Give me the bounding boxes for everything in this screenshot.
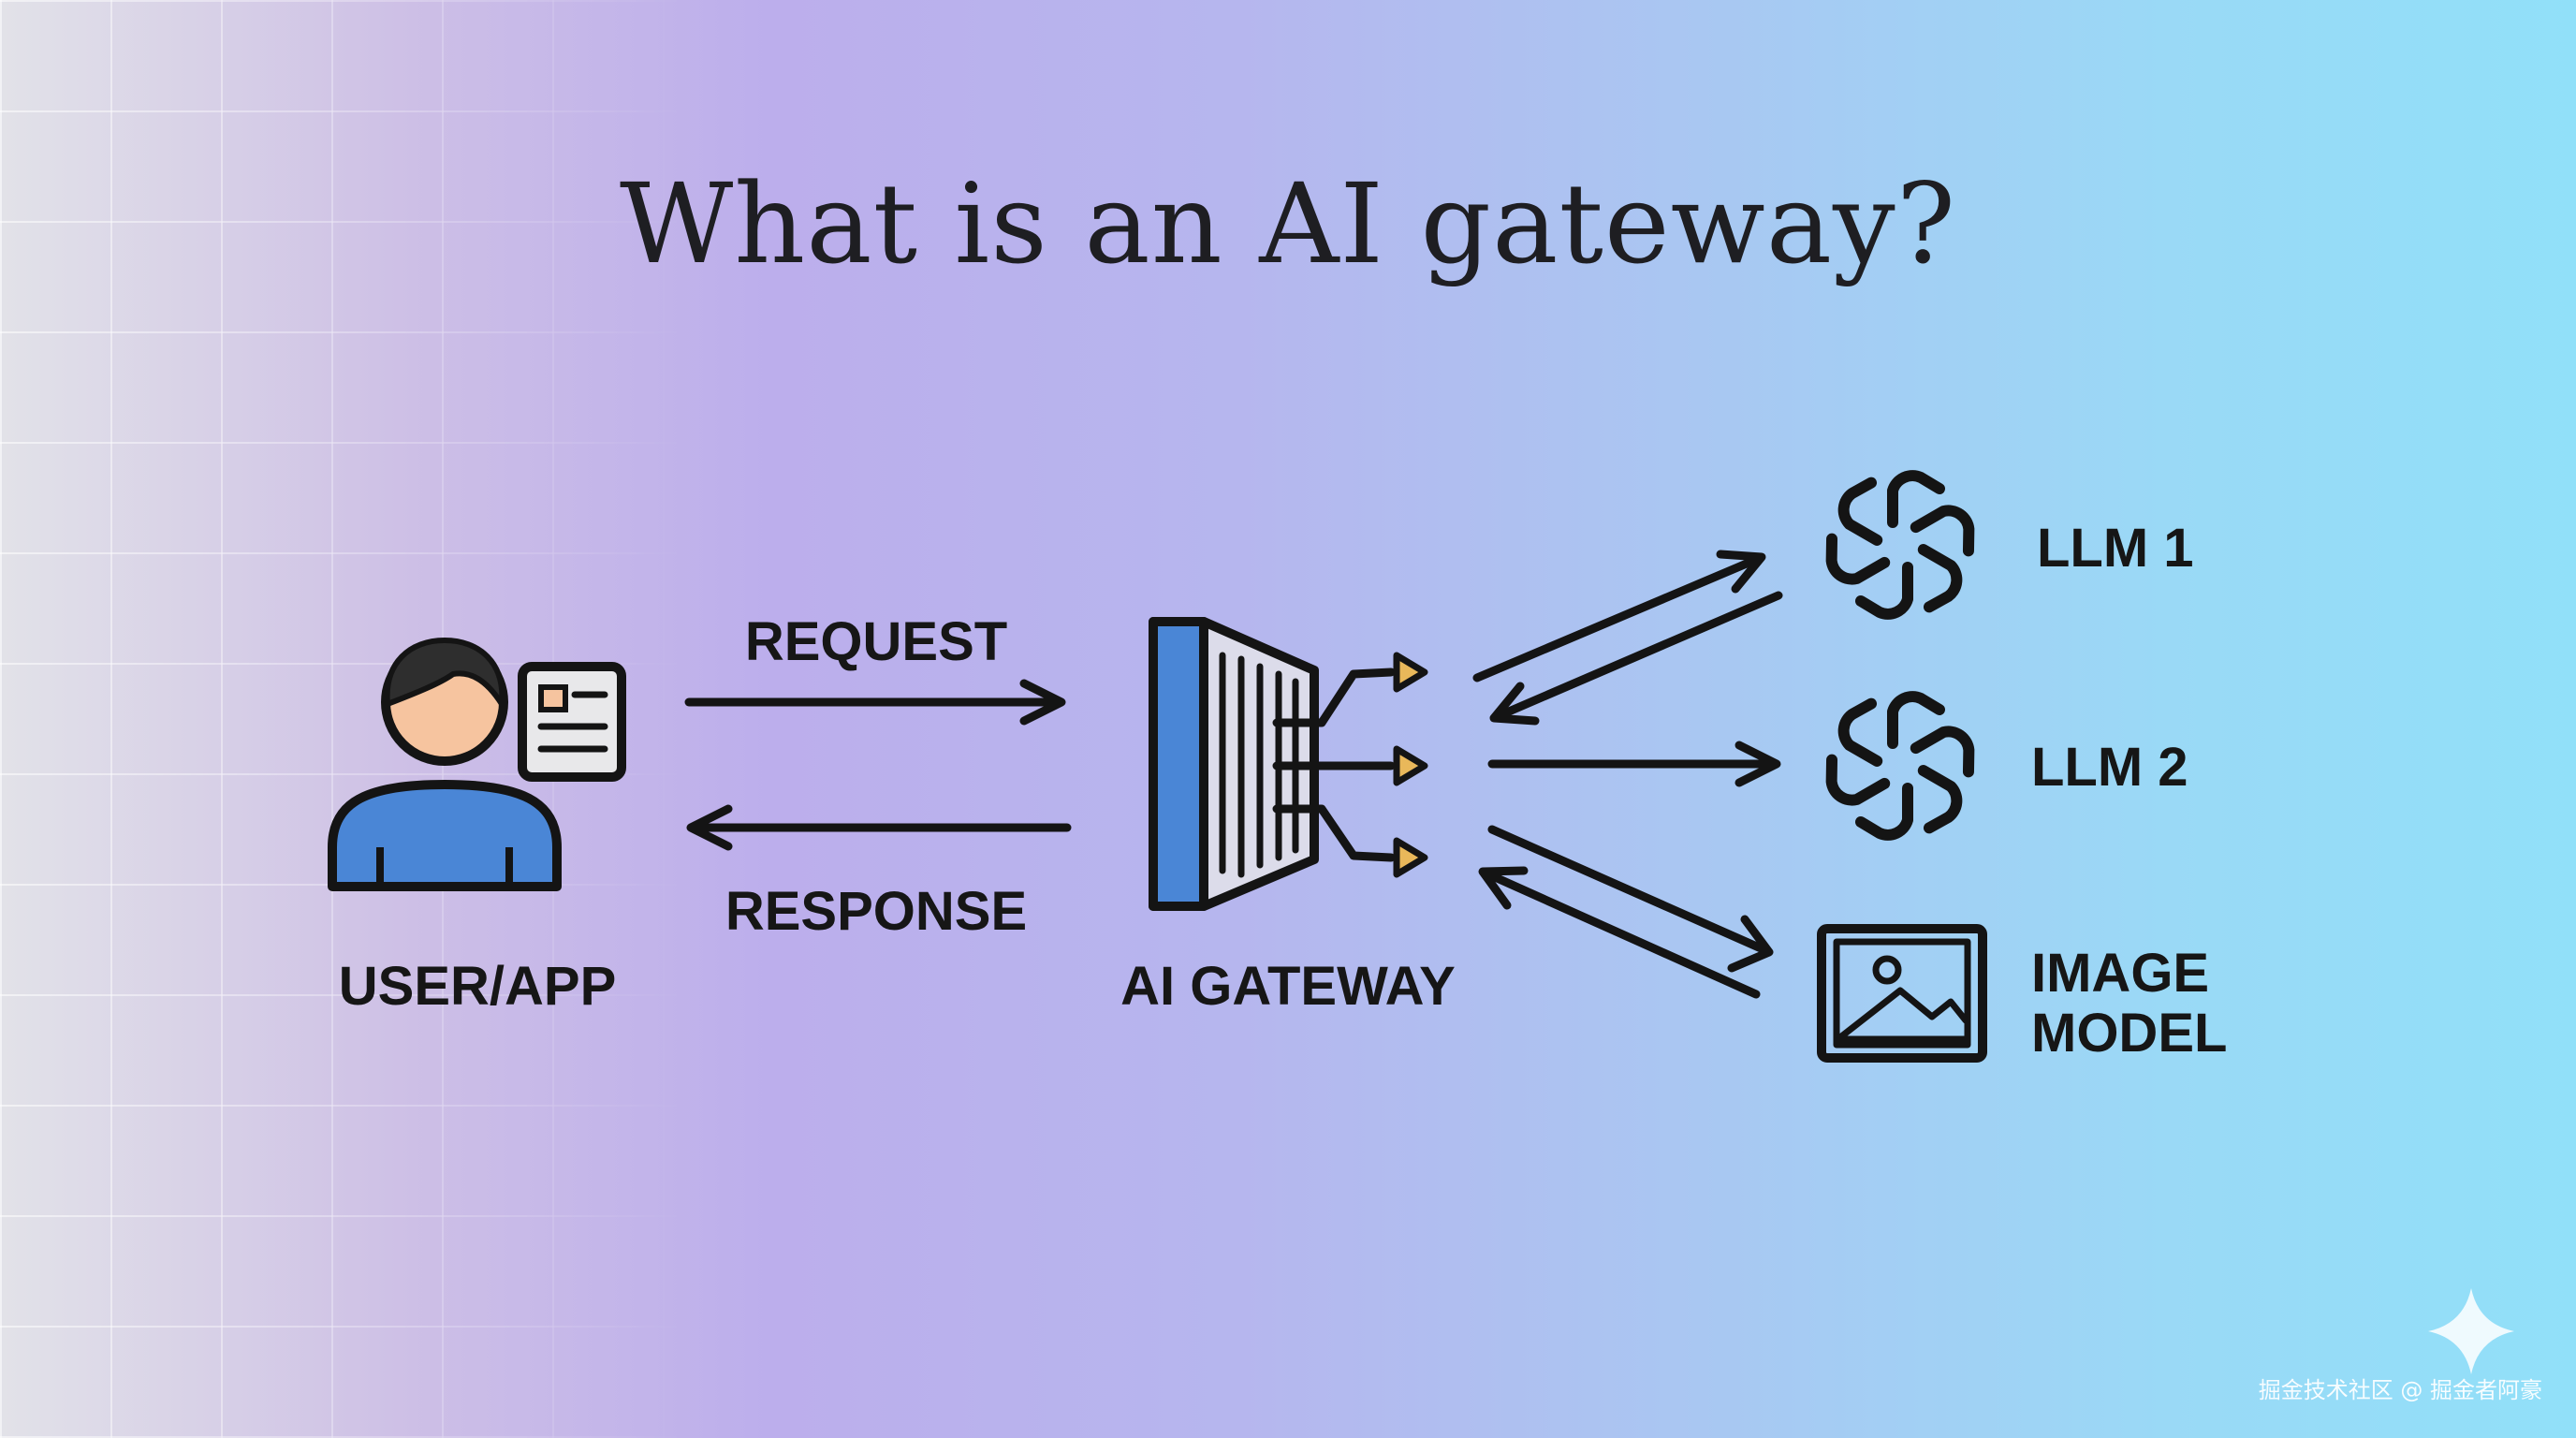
arrow-from-llm1: [1489, 591, 1783, 726]
picture-frame-icon: [1817, 924, 1987, 1063]
llm1-label: LLM 1: [2037, 518, 2194, 579]
response-arrow: [686, 804, 1072, 851]
request-label: REQUEST: [744, 611, 1008, 672]
llm1-icon: [1821, 476, 1980, 614]
image-model-label-line2: MODEL: [2031, 1003, 2228, 1064]
arrow-to-llm2: [1487, 741, 1781, 787]
user-app-label: USER/APP: [338, 956, 617, 1017]
arrow-to-image-model: [1487, 825, 1774, 973]
sparkle-icon: [2428, 1288, 2514, 1374]
gateway-router-icon: [1149, 617, 1428, 911]
user-with-id-card-icon: [328, 638, 626, 891]
watermark-text: 掘金技术社区 @ 掘金者阿豪: [2258, 1377, 2542, 1403]
llm2-label: LLM 2: [2031, 737, 2188, 798]
response-label: RESPONSE: [724, 881, 1028, 942]
image-model-label-line1: IMAGE: [2031, 943, 2210, 1004]
arrow-from-image-model: [1478, 866, 1761, 999]
gateway-label: AI GATEWAY: [1120, 956, 1456, 1017]
page-title: What is an AI gateway?: [620, 159, 1956, 288]
arrow-to-llm1: [1472, 550, 1766, 682]
request-arrow: [684, 679, 1066, 726]
llm2-icon: [1821, 697, 1980, 835]
